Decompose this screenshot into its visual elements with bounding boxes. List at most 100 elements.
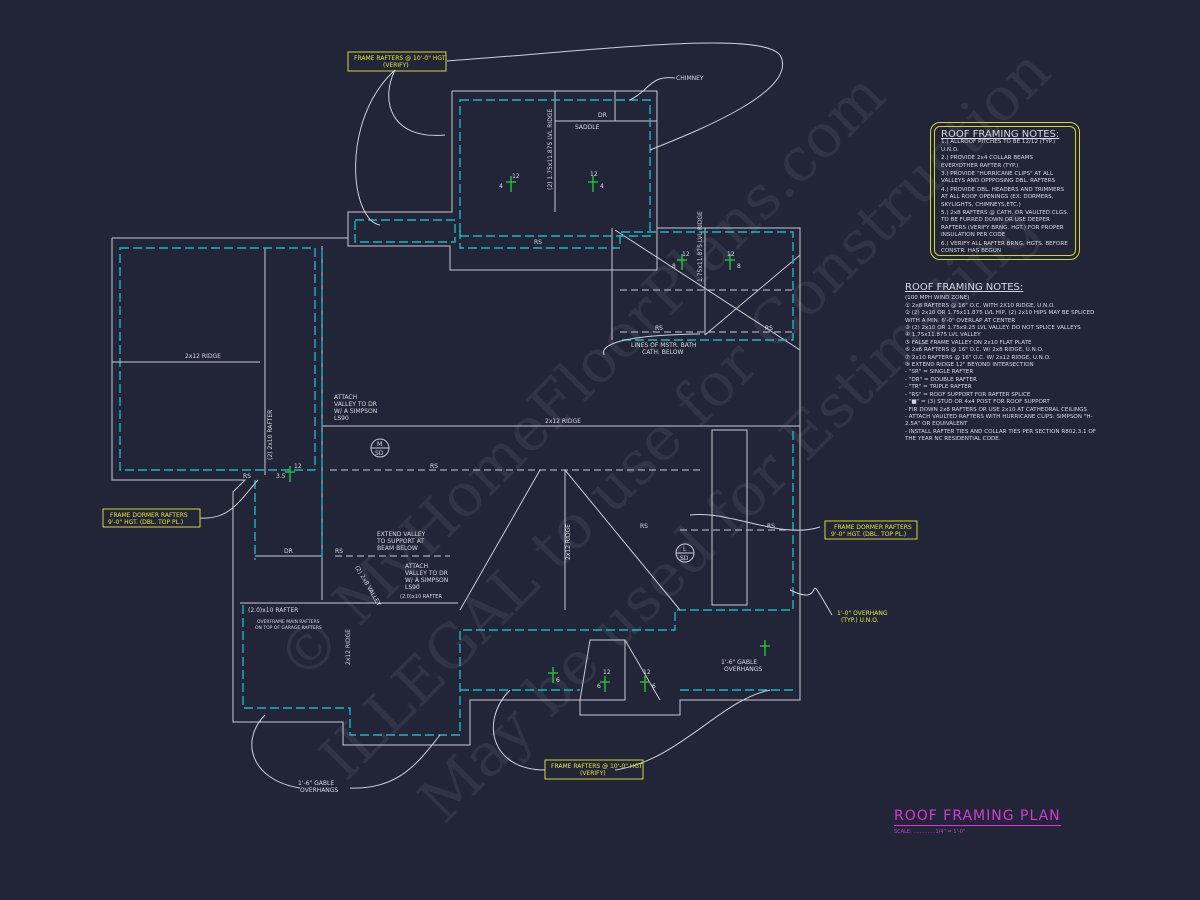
plan-label: 4 — [600, 183, 604, 190]
ridge-label: 2x12 RIDGE — [545, 418, 581, 425]
callout-overhang: 1'-0" OVERHANG (TYP.) U.N.O. — [837, 610, 888, 624]
note-item: - "SR" = SINGLE RAFTER — [905, 369, 974, 376]
plan-label: 8 — [672, 263, 676, 270]
note-item: 1.) ALLROOF PITCHES TO BE 12/12 (TYP.) U… — [941, 139, 1056, 153]
callout-frame-rafters-bottom: FRAME RAFTERS @ 10'-0" HGT. (VERIFY) — [544, 759, 644, 780]
plan-label: (VERIFY) — [580, 770, 606, 777]
plan-label: (VERIFY) — [383, 62, 409, 69]
note-item: 5.) 2x8 RAFTERS @ CATH. OR VAULTED CLGS.… — [941, 210, 1069, 239]
plan-label: 3.5 — [276, 473, 286, 480]
note-item: ③ (2) 2x10 OR 1.75x9.25 LVL VALLEY. DO N… — [905, 325, 1081, 332]
note-item: - "■" = (3) STUD OR 4x4 POST FOR ROOF SU… — [905, 399, 1050, 406]
plan-label: 1'-6" GABLE — [298, 780, 334, 787]
dr-label: DR — [598, 112, 607, 119]
pitch-symbol: 12 8 — [672, 251, 690, 270]
plan-label: TO SUPPORT AT — [376, 538, 424, 545]
plan-label: RS — [335, 548, 343, 555]
plan-label: (TYP.) U.N.O. — [841, 617, 879, 624]
plan-label: VALLEY TO DR — [405, 570, 448, 577]
note-item: ⑤ FALSE FRAME VALLEY ON 2x10 FLAT PLATE — [905, 339, 1032, 346]
plan-label: ATTACH — [334, 394, 357, 401]
note-item: (100 MPH WIND ZONE) — [905, 295, 970, 302]
plan-label: RS — [430, 463, 438, 470]
plan-label: 9'-0" HGT. (DBL. TOP PL.) — [831, 531, 906, 538]
pitch-symbol: 6 — [548, 667, 560, 684]
pitch-symbol: 126 — [640, 669, 656, 692]
section-marker-m[interactable]: MSD — [370, 438, 390, 458]
plan-label: M — [377, 441, 382, 448]
plan-label: 6 — [597, 683, 601, 690]
plan-label: FRAME DORMER RAFTERS — [110, 512, 188, 519]
roof-support-lines — [330, 289, 800, 557]
plan-label: LS90 — [405, 584, 420, 591]
plan-label: (2) 2x10 RAFTER — [267, 410, 274, 460]
plan-label: W/ A SIMPSON — [334, 408, 377, 415]
callout-dormer-left: FRAME DORMER RAFTERS 9'-0" HGT. (DBL. TO… — [102, 508, 201, 528]
plan-label: RS — [765, 325, 773, 332]
plan-label: 8 — [737, 263, 741, 270]
drawing-scale: SCALE: ..............1/4" = 1'-0" — [894, 829, 966, 835]
callout-frame-rafters-top: FRAME RAFTERS @ 10'-0" HGT. (VERIFY) — [347, 51, 447, 72]
note-item: ② (2) 2x10 OR 1.75x11.875 LVL HIP, (2) 2… — [905, 310, 1095, 324]
plan-label: RS — [534, 239, 542, 246]
note-item: 2.) PROVIDE 2x4 COLLAR BEAMS EVERYOTHER … — [941, 155, 1033, 169]
note-item: 3.) PROVIDE "HURRICANE CLIPS" AT ALL VAL… — [941, 171, 1056, 185]
plan-label: ON TOP OF GARAGE RAFTERS — [255, 625, 322, 631]
plan-label: 6 — [652, 683, 656, 690]
plan-label: FRAME RAFTERS @ 10'-0" HGT. — [354, 55, 447, 62]
note-item: ⑦ 2x10 RAFTERS @ 16" O.C. W/ 2x12 RIDGE,… — [905, 354, 1051, 361]
pitch-symbol — [760, 640, 770, 656]
note-item: - "DR" = DOUBLE RAFTER — [905, 376, 977, 383]
plan-label: ATTACH — [405, 563, 428, 570]
note-item: - FIR DOWN 2x8 RAFTERS OR USE 2x10 AT CA… — [905, 406, 1087, 413]
plan-label: FRAME RAFTERS @ 10'-0" HGT. — [551, 763, 644, 770]
note-item: 6.) VERIFY ALL RAFTER BRNG. HGTS. BEFORE… — [941, 240, 1068, 255]
note-item: - "TR" = TRIPLE RAFTER — [905, 384, 972, 391]
plan-label: 4 — [499, 183, 503, 190]
eave-lines — [119, 99, 794, 736]
roof-framing-notes-box: ROOF FRAMING NOTES: 1.) ALLROOF PITCHES … — [930, 122, 1080, 260]
callout-dormer-right: FRAME DORMER RAFTERS 9'-0" HGT. (DBL. TO… — [824, 520, 918, 540]
section-marker-l[interactable]: L SD — [675, 543, 695, 563]
pitch-symbol: 124 — [588, 171, 604, 192]
plan-label: 2x12 RIDGE — [565, 524, 572, 560]
note-item: - INSTALL RAFTER TIES AND COLLAR TIES PE… — [905, 428, 1096, 443]
plan-label: RS — [767, 523, 775, 530]
plan-label: 12 — [682, 251, 690, 258]
plan-label: W/ A SIMPSON — [405, 577, 448, 584]
wall-outlines — [111, 90, 801, 746]
plan-label: BEAM BELOW — [377, 545, 418, 552]
plan-label: DR — [284, 548, 293, 555]
note-item: ⑧ EXTEND RIDGE 12" BEYOND INTERSECTION — [905, 362, 1034, 369]
ridge-label: 2x12 RIDGE — [185, 353, 221, 360]
plan-label: 1'-0" OVERHANG — [837, 610, 888, 617]
plan-label: OVERHANGS — [300, 787, 338, 794]
plan-label: 2x12 RIDGE — [345, 629, 352, 665]
drawing-title: ROOF FRAMING PLAN — [894, 808, 1061, 826]
notes-heading: ROOF FRAMING NOTES: — [941, 129, 1060, 140]
plan-label: LINES OF MSTR. BATH — [631, 342, 697, 349]
plan-label: L — [683, 546, 687, 553]
note-item: 4.) PROVIDE DBL. HEADERS AND TRIMMERS AT… — [941, 186, 1065, 208]
roof-framing-notes-list: ROOF FRAMING NOTES: (100 MPH WIND ZONE) … — [905, 282, 1100, 444]
plan-label: RS — [655, 325, 663, 332]
plan-label: 12 — [590, 171, 598, 178]
chimney-label: CHIMNEY — [676, 75, 704, 82]
plan-label: 6 — [556, 677, 560, 684]
plan-label: (2.0)x10 RAFTER — [248, 607, 298, 614]
plan-label: RS — [243, 473, 251, 480]
pitch-symbol: 126 — [597, 669, 611, 692]
note-item: ④ 1.75x11.875 LVL VALLEY — [905, 332, 981, 339]
notes-heading: ROOF FRAMING NOTES: — [905, 282, 1024, 293]
pitch-symbol: 124 — [499, 173, 520, 192]
plan-label: 12 — [294, 463, 302, 470]
pitch-symbol: 123.5 — [276, 463, 302, 482]
plan-label: CATH. BELOW — [642, 349, 683, 356]
plan-label: 12 — [603, 669, 611, 676]
plan-label: SD — [680, 555, 689, 562]
plan-label: EXTEND VALLEY — [377, 531, 426, 538]
saddle-label: SADDLE — [575, 124, 600, 131]
plan-label: OVERHANGS — [724, 666, 762, 673]
note-item: - ATTACH VAULTED RAFTERS WITH HURRICANE … — [905, 413, 1093, 428]
